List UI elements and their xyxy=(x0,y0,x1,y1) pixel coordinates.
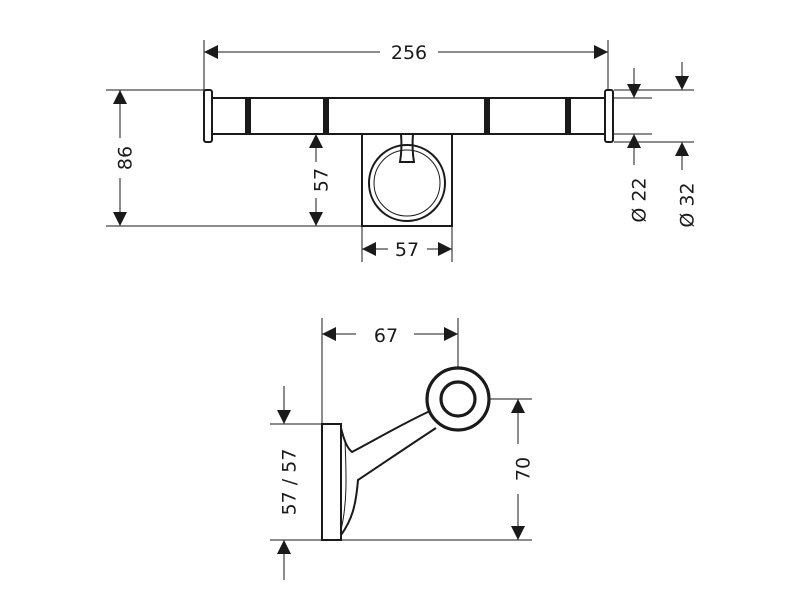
dim-projection: 67 xyxy=(321,318,459,424)
bracket-plate xyxy=(361,133,453,227)
rail-band xyxy=(484,98,490,134)
right-end-cap xyxy=(604,89,614,143)
arm-upper-edge xyxy=(340,410,431,454)
bracket-ring-inner xyxy=(373,149,441,217)
dim-bracket-height: 57 xyxy=(302,133,362,226)
rail xyxy=(203,89,614,143)
dim-height-text: 86 xyxy=(115,146,137,170)
dim-side-height: 70 xyxy=(341,398,535,541)
rail-section-outer xyxy=(425,366,491,432)
dim-bracket-width-text: 57 xyxy=(395,239,419,261)
wall-bracket xyxy=(361,133,453,227)
left-end-cap xyxy=(203,89,213,143)
arm-lower-edge xyxy=(340,427,437,536)
top-view: 256 86 57 57 xyxy=(106,40,699,262)
dim-projection-text: 67 xyxy=(374,325,398,347)
rail-band xyxy=(323,98,329,134)
dim-overall-length-text: 256 xyxy=(391,42,427,64)
rail-section-inner xyxy=(439,380,477,418)
dim-plate-height-text: 57 / 57 xyxy=(279,449,301,516)
dim-diameter-outer-text: Ø 32 xyxy=(677,182,699,227)
rail-band xyxy=(565,98,571,134)
dim-side-height-text: 70 xyxy=(513,457,535,481)
bracket-stem xyxy=(398,133,416,163)
side-view: 67 70 57 / 57 xyxy=(270,318,535,580)
dim-overall-length: 256 xyxy=(203,40,609,90)
arm-fillet xyxy=(340,439,347,531)
wall-plate xyxy=(321,423,342,541)
dim-diameter-inner-text: Ø 22 xyxy=(629,177,651,222)
rail-band xyxy=(245,98,251,134)
dim-bracket-height-text: 57 xyxy=(311,168,333,192)
dim-diameters: Ø 22 Ø 32 xyxy=(614,62,699,228)
dim-plate-height: 57 / 57 xyxy=(270,386,322,580)
bracket-ring-outer xyxy=(368,144,446,222)
dim-bracket-width: 57 xyxy=(361,226,453,262)
dim-height: 86 xyxy=(106,89,362,227)
